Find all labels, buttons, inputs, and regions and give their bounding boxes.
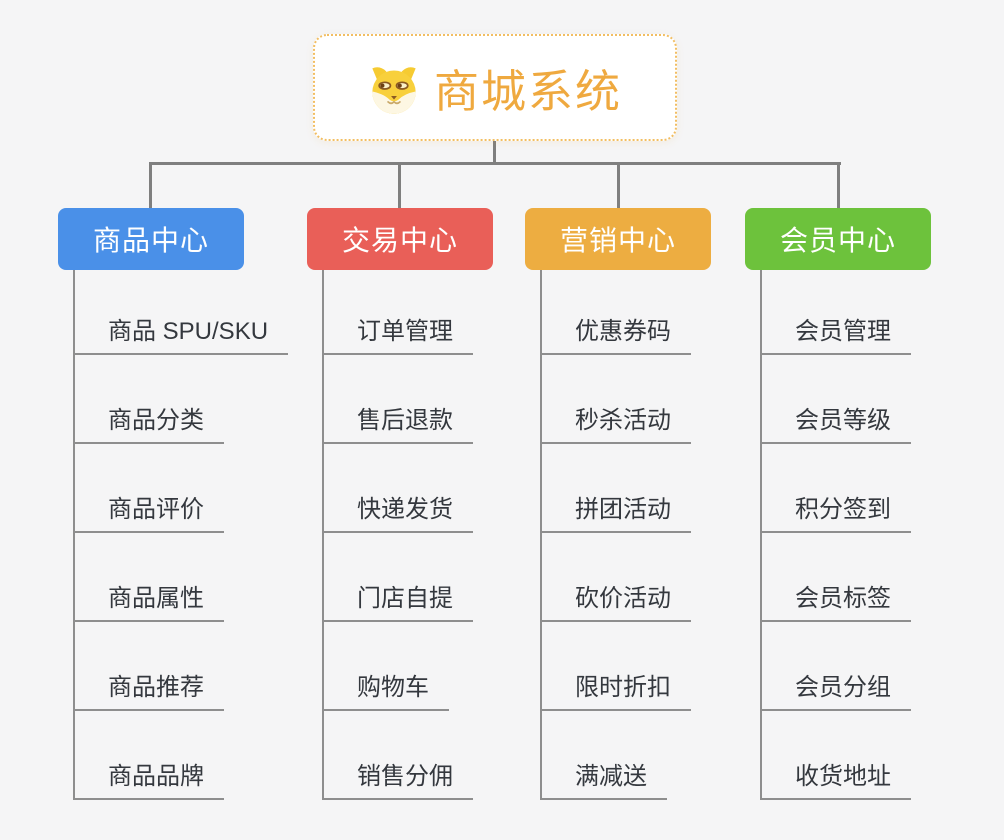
leaf-row: 商品 SPU/SKU [75,270,289,355]
leaf-row: 会员等级 [762,355,931,444]
leaf-node[interactable]: 限时折扣 [542,667,691,711]
branch-column-marketing: 营销中心 优惠券码 秒杀活动 拼团活动 砍价活动 限时折扣 满减送 [525,208,711,800]
leaf-row: 秒杀活动 [542,355,711,444]
connector-bus [149,162,841,165]
leaf-node[interactable]: 收货地址 [762,756,911,800]
leaf-node[interactable]: 砍价活动 [542,578,691,622]
leaf-row: 收货地址 [762,711,931,800]
leaf-row: 门店自提 [324,533,493,622]
leaf-node[interactable]: 商品品牌 [75,756,224,800]
branch-label: 交易中心 [341,225,458,256]
leaf-row: 销售分佣 [324,711,493,800]
connector-drop-2 [398,162,401,210]
leaf-row: 商品分类 [75,355,244,444]
leaf-node[interactable]: 商品 SPU/SKU [75,311,289,355]
leaf-row: 商品评价 [75,444,244,533]
leaf-node[interactable]: 满减送 [542,756,667,800]
connector-drop-4 [837,162,840,210]
leaf-row: 优惠券码 [542,270,711,355]
branch-children: 商品 SPU/SKU 商品分类 商品评价 商品属性 商品推荐 商品品牌 [73,270,289,800]
leaf-row: 订单管理 [324,270,493,355]
leaf-node[interactable]: 销售分佣 [324,756,473,800]
root-title: 商城系统 [433,66,622,117]
leaf-node[interactable]: 快递发货 [324,489,473,533]
leaf-row: 售后退款 [324,355,493,444]
leaf-row: 满减送 [542,711,711,800]
branch-column-product: 商品中心 商品 SPU/SKU 商品分类 商品评价 商品属性 商品推荐 商品品牌 [58,208,289,800]
branch-column-trade: 交易中心 订单管理 售后退款 快递发货 门店自提 购物车 销售分佣 [307,208,493,800]
leaf-node[interactable]: 会员管理 [762,311,911,355]
leaf-row: 快递发货 [324,444,493,533]
leaf-node[interactable]: 商品分类 [75,400,224,444]
connector-root-trunk [493,141,496,165]
branch-label: 营销中心 [559,225,676,256]
leaf-row: 购物车 [324,622,493,711]
leaf-node[interactable]: 售后退款 [324,400,473,444]
leaf-node[interactable]: 商品评价 [75,489,224,533]
branch-label: 商品中心 [92,225,209,256]
branch-node-trade[interactable]: 交易中心 [307,208,493,270]
leaf-node[interactable]: 积分签到 [762,489,911,533]
leaf-node[interactable]: 会员分组 [762,667,911,711]
doge-face-icon [372,66,416,114]
connector-drop-3 [617,162,620,210]
leaf-row: 商品品牌 [75,711,244,800]
leaf-row: 商品推荐 [75,622,244,711]
connector-drop-1 [149,162,152,210]
branch-node-marketing[interactable]: 营销中心 [525,208,711,270]
leaf-node[interactable]: 拼团活动 [542,489,691,533]
leaf-row: 会员标签 [762,533,931,622]
leaf-node[interactable]: 优惠券码 [542,311,691,355]
leaf-row: 会员管理 [762,270,931,355]
leaf-node[interactable]: 购物车 [324,667,449,711]
branch-children: 订单管理 售后退款 快递发货 门店自提 购物车 销售分佣 [322,270,493,800]
branch-column-member: 会员中心 会员管理 会员等级 积分签到 会员标签 会员分组 收货地址 [745,208,931,800]
leaf-node[interactable]: 会员标签 [762,578,911,622]
leaf-row: 商品属性 [75,533,244,622]
branch-children: 会员管理 会员等级 积分签到 会员标签 会员分组 收货地址 [760,270,931,800]
branch-node-member[interactable]: 会员中心 [745,208,931,270]
leaf-node[interactable]: 秒杀活动 [542,400,691,444]
leaf-node[interactable]: 订单管理 [324,311,473,355]
leaf-row: 限时折扣 [542,622,711,711]
branch-children: 优惠券码 秒杀活动 拼团活动 砍价活动 限时折扣 满减送 [540,270,711,800]
leaf-row: 会员分组 [762,622,931,711]
leaf-node[interactable]: 会员等级 [762,400,911,444]
branch-node-product[interactable]: 商品中心 [58,208,244,270]
leaf-row: 积分签到 [762,444,931,533]
leaf-row: 拼团活动 [542,444,711,533]
leaf-node[interactable]: 商品推荐 [75,667,224,711]
leaf-node[interactable]: 商品属性 [75,578,224,622]
leaf-row: 砍价活动 [542,533,711,622]
leaf-node[interactable]: 门店自提 [324,578,473,622]
root-node[interactable]: 商城系统 [313,34,677,141]
branch-label: 会员中心 [779,225,896,256]
